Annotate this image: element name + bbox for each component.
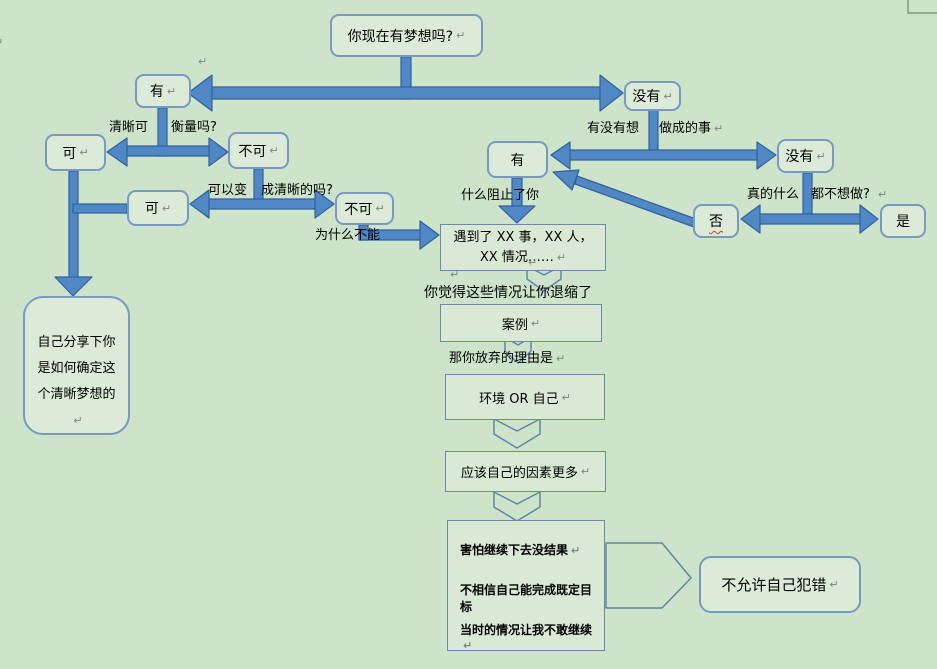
label-measure-right[interactable]: 衡量吗? xyxy=(171,120,217,135)
node-env-or-self-label: 环境 OR 自己 xyxy=(479,391,559,407)
return-mark: ↵ xyxy=(269,144,279,157)
node-cannot1[interactable]: 不可 ↵ xyxy=(228,132,289,169)
label-want-left[interactable]: 有没有想 xyxy=(587,121,640,136)
connector-can2[interactable] xyxy=(72,203,128,214)
label-want-right[interactable]: 做成的事↵ xyxy=(659,121,724,136)
return-mark: ↵ xyxy=(816,149,826,163)
return-mark: ↵ xyxy=(663,89,673,103)
return-mark: ↵ xyxy=(580,465,591,478)
return-mark: ↵ xyxy=(714,122,724,135)
node-case-label: 案例 xyxy=(501,317,528,333)
node-encounter-label: 遇到了 XX 事，XX 人，XX 情况……↵ xyxy=(453,229,593,265)
label-really-right[interactable]: 都不想做?↵ xyxy=(811,187,888,202)
return-mark: ↵ xyxy=(530,316,541,330)
label-clarify-right[interactable]: 成清晰的吗? xyxy=(261,183,333,198)
arrow-can-down[interactable] xyxy=(54,170,93,297)
node-confirm-label: 是 xyxy=(896,214,910,230)
node-q-dream[interactable]: 你现在有梦想吗? ↵ xyxy=(330,14,483,57)
node-can1[interactable]: 可 ↵ xyxy=(45,134,106,171)
node-yes-left[interactable]: 有 ↵ xyxy=(135,74,191,108)
node-share-label: 自己分享下你是如何确定这个清晰梦想的 xyxy=(37,335,116,402)
node-yes-mid-label: 有 xyxy=(510,152,525,169)
hollow-chevron-giveup[interactable] xyxy=(504,336,532,364)
node-env-or-self[interactable]: 环境 OR 自己 ↵ xyxy=(445,374,605,420)
node-cannot2-label: 不可 xyxy=(344,201,373,218)
return-mark: ↵ xyxy=(73,414,83,427)
hollow-chevron-factor[interactable] xyxy=(493,491,541,522)
label-give-up[interactable]: 那你放弃的理由是↵ xyxy=(449,351,566,366)
label-clarify-left[interactable]: 可以变 xyxy=(208,183,248,198)
node-confirm[interactable]: 是 xyxy=(880,204,926,238)
node-own-factor[interactable]: 应该自己的因素更多 ↵ xyxy=(445,451,606,492)
return-mark: ↵ xyxy=(556,250,567,264)
return-mark: ↵ xyxy=(0,36,3,49)
label-measure-left[interactable]: 清晰可 xyxy=(109,120,149,135)
label-retreat[interactable]: 你觉得这些情况让你退缩了 xyxy=(424,285,592,301)
arrow-whynot-elbow[interactable] xyxy=(358,220,440,250)
arrow-main-split[interactable] xyxy=(187,56,624,112)
node-share[interactable]: 自己分享下你是如何确定这个清晰梦想的 ↵ xyxy=(23,296,130,435)
return-mark: ↵ xyxy=(877,188,888,201)
node-can2-label: 可 xyxy=(144,201,159,217)
reason-line-3: 当时的情况让我不敢继续↵ xyxy=(460,623,593,652)
return-mark: ↵ xyxy=(79,146,89,159)
node-no-mid-label: 没有 xyxy=(632,89,661,105)
return-mark: ↵ xyxy=(375,202,385,215)
node-no-mid[interactable]: 没有 ↵ xyxy=(624,81,681,111)
hollow-chevron-retreat[interactable] xyxy=(526,265,562,292)
node-case[interactable]: 案例 ↵ xyxy=(440,304,602,342)
hollow-arrow-right[interactable] xyxy=(605,542,692,609)
return-mark: ↵ xyxy=(463,639,473,652)
return-mark: ↵ xyxy=(571,544,581,557)
return-mark: ↵ xyxy=(198,55,208,68)
arrow-clarify-branch[interactable] xyxy=(189,168,335,219)
label-really-left[interactable]: 真的什么 xyxy=(747,187,800,202)
reason-line-2: 不相信自己能完成既定目标 xyxy=(460,583,593,614)
return-mark: ↵ xyxy=(561,390,571,404)
node-no-right[interactable]: 没有 ↵ xyxy=(777,139,834,173)
text-boundary-corner xyxy=(907,0,937,14)
node-yes-left-label: 有 xyxy=(149,84,164,100)
node-yes-mid[interactable]: 有 xyxy=(487,141,548,178)
return-mark: ↵ xyxy=(528,256,538,269)
reason-line-1: 害怕继续下去没结果↵ xyxy=(460,543,581,557)
return-mark: ↵ xyxy=(829,578,839,591)
arrow-measure-branch[interactable] xyxy=(106,107,229,167)
return-mark: ↵ xyxy=(450,268,460,281)
node-no-right-label: 没有 xyxy=(785,149,814,165)
node-deny-label: 否 xyxy=(709,214,723,230)
label-what-stopped[interactable]: 什么阻止了你 xyxy=(461,188,540,203)
node-deny[interactable]: 否 xyxy=(693,204,739,238)
node-reasons[interactable]: 害怕继续下去没结果↵ 不相信自己能完成既定目标 当时的情况让我不敢继续↵ xyxy=(447,520,605,652)
arrow-deny-to-yes[interactable] xyxy=(552,169,697,228)
arrow-stopped-down[interactable] xyxy=(498,177,536,224)
node-own-factor-label: 应该自己的因素更多 xyxy=(460,466,578,481)
node-cannot1-label: 不可 xyxy=(238,143,267,160)
hollow-chevron-env[interactable] xyxy=(493,418,541,449)
node-q-dream-label: 你现在有梦想吗? xyxy=(347,28,454,45)
return-mark: ↵ xyxy=(161,201,172,215)
node-can1-label: 可 xyxy=(62,145,77,162)
node-cannot2[interactable]: 不可 ↵ xyxy=(335,192,394,225)
arrow-really-branch[interactable] xyxy=(740,172,879,234)
node-encounter[interactable]: 遇到了 XX 事，XX 人，XX 情况……↵ xyxy=(440,224,606,271)
node-can2[interactable]: 可 ↵ xyxy=(127,190,189,226)
node-no-mistake-label: 不允许自己犯错 xyxy=(721,576,827,594)
return-mark: ↵ xyxy=(166,84,177,98)
node-no-mistake[interactable]: 不允许自己犯错 ↵ xyxy=(699,556,861,613)
return-mark: ↵ xyxy=(456,29,466,42)
label-why-not[interactable]: 为什么不能 xyxy=(315,228,381,243)
return-mark: ↵ xyxy=(556,352,566,365)
